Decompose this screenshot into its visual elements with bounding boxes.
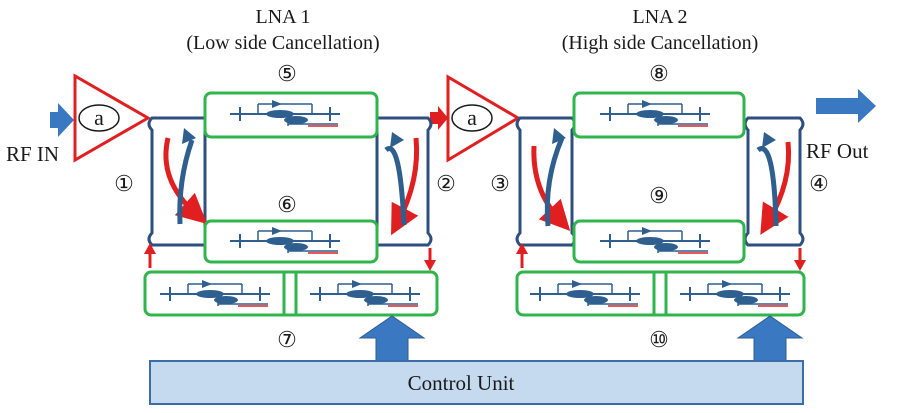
hybrid-coupler-1 [147,116,210,247]
hybrid-coupler-3 [515,116,577,247]
amplifier-2: a [446,74,521,163]
marker-4: ④ [809,171,829,196]
marker-9: ⑨ [649,183,669,208]
hybrid-coupler-4 [743,116,805,247]
lna1-subtitle: (Low side Cancellation) [186,32,379,54]
marker-5: ⑤ [277,61,297,86]
filter-bank-6 [203,219,379,264]
control-arrow-2 [736,315,804,363]
marker-7: ⑦ [277,327,297,352]
amp2-input-arrow [430,106,448,130]
lna2-title: LNA 2 [633,6,688,28]
marker-2: ② [436,171,456,196]
control-arrow-1 [358,315,426,363]
marker-1: ① [114,171,134,196]
rf-in-arrow [50,103,74,137]
marker-6: ⑥ [277,192,297,217]
rf-out-label: RF Out [806,139,869,163]
marker-10: ⑩ [649,327,669,352]
marker-3: ③ [490,171,510,196]
control-unit-box [149,360,804,405]
filter-bank-7 [143,270,439,317]
red-arrow-up-2 [516,243,528,268]
red-arrow-up-1 [144,243,156,268]
control-unit-label: Control Unit [408,371,515,395]
rf-out-arrow [816,89,876,123]
hybrid-coupler-2 [372,116,433,247]
filter-bank-5 [203,91,379,139]
filter-bank-10 [515,270,806,317]
amplifier-2-badge [451,104,493,132]
amplifier-1-badge [78,104,120,132]
red-arrow-down-1 [424,248,436,271]
lna2-subtitle: (High side Cancellation) [562,32,759,54]
amplifier-1-label: a [94,105,104,130]
control-unit: Control Unit [149,360,804,405]
amplifier-2-label: a [467,105,477,130]
red-arrow-down-2 [794,248,806,271]
filter-bank-9 [572,219,746,264]
marker-8: ⑧ [649,61,669,86]
rf-in-label: RF IN [6,142,59,166]
filter-bank-8 [572,91,746,139]
amplifier-1: a [73,73,152,163]
lna1-title: LNA 1 [256,6,311,28]
